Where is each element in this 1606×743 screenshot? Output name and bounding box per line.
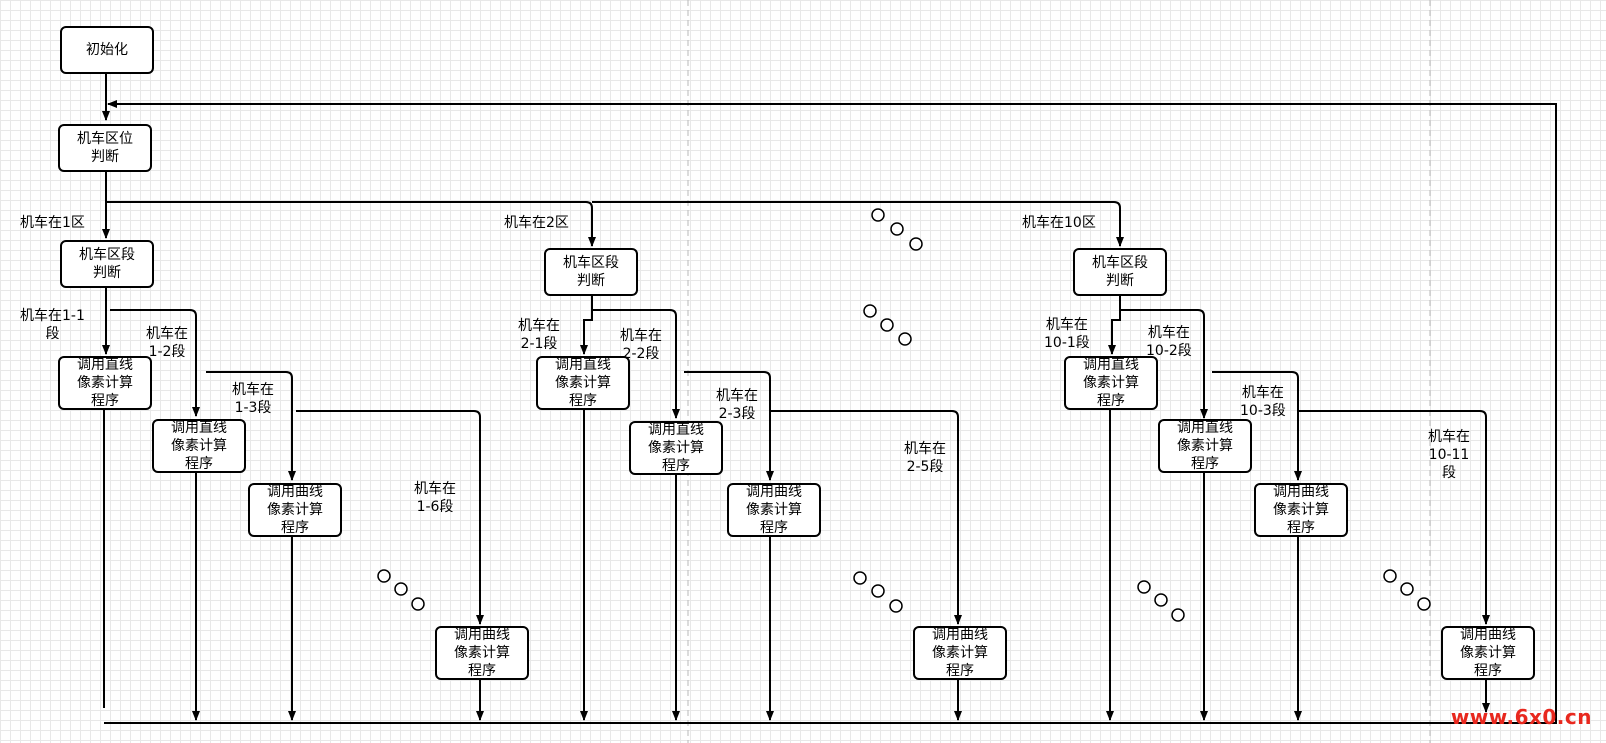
ellipsis-markers	[377, 208, 1431, 622]
dashed-separators	[687, 0, 1431, 743]
segment-judge-box-zone1[interactable]: 机车区段 判断	[60, 240, 154, 288]
label-z2-s3: 机车在 2-3段	[716, 388, 758, 422]
label-z1-s1: 机车在1-1 段	[20, 308, 85, 342]
label-z10-s11: 机车在 10-11 段	[1428, 429, 1470, 481]
ellipsis-top	[871, 208, 923, 251]
z2-s3-curve-calc-box[interactable]: 调用曲线 像素计算 程序	[727, 483, 821, 537]
edge-z10-s2	[1120, 309, 1208, 419]
edge-z2-s1	[580, 292, 593, 355]
z1-s3-curve-calc-box[interactable]: 调用曲线 像素计算 程序	[248, 483, 342, 537]
ellipsis-z1	[377, 569, 425, 611]
connectors	[102, 72, 1557, 724]
z2-s5-curve-calc-box[interactable]: 调用曲线 像素计算 程序	[913, 626, 1007, 680]
zone-judge-box[interactable]: 机车区位 判断	[58, 124, 152, 172]
z1-s1-line-calc-box[interactable]: 调用直线 像素计算 程序	[58, 356, 152, 410]
z2-s1-line-calc-box[interactable]: 调用直线 像素计算 程序	[536, 356, 630, 410]
ellipsis-middle	[863, 304, 912, 346]
label-z10-s3: 机车在 10-3段	[1240, 385, 1286, 419]
watermark: www.6x0.cn	[1450, 705, 1592, 729]
edge-z1-s6	[296, 410, 484, 625]
z10-s1-line-calc-box[interactable]: 调用直线 像素计算 程序	[1064, 356, 1158, 410]
label-z2-s1: 机车在 2-1段	[518, 318, 560, 352]
init-box[interactable]: 初始化	[60, 26, 154, 74]
ellipsis-z10-right	[1383, 569, 1431, 611]
z10-s2-line-calc-box[interactable]: 调用直线 像素计算 程序	[1158, 419, 1252, 473]
label-z2-s2: 机车在 2-2段	[620, 328, 662, 362]
label-z1-s3: 机车在 1-3段	[232, 382, 274, 416]
label-zone1: 机车在1区	[20, 215, 85, 231]
z1-s6-curve-calc-box[interactable]: 调用曲线 像素计算 程序	[435, 626, 529, 680]
edge-z10-s3	[1212, 371, 1302, 481]
label-z1-s2: 机车在 1-2段	[146, 326, 188, 360]
edge-z10-s11	[1298, 410, 1490, 625]
label-zone10: 机车在10区	[1022, 215, 1096, 231]
bottom-bus	[104, 708, 1557, 724]
edge-z2-s3	[684, 371, 774, 481]
label-z10-s2: 机车在 10-2段	[1146, 325, 1192, 359]
edge-zone2	[106, 201, 596, 247]
segment-judge-box-zone2[interactable]: 机车区段 判断	[544, 248, 638, 296]
ellipsis-z2	[853, 571, 903, 613]
label-z1-s6: 机车在 1-6段	[414, 481, 456, 515]
label-zone2: 机车在2区	[504, 215, 569, 231]
z1-s2-line-calc-box[interactable]: 调用直线 像素计算 程序	[152, 419, 246, 473]
z10-s3-curve-calc-box[interactable]: 调用曲线 像素计算 程序	[1254, 483, 1348, 537]
edge-zone10	[592, 201, 1124, 247]
edge-z1-s2	[110, 309, 200, 417]
label-z2-s5: 机车在 2-5段	[904, 441, 946, 475]
segment-judge-box-zone10[interactable]: 机车区段 判断	[1073, 248, 1167, 296]
edge-z1-s3	[206, 371, 296, 481]
z2-s2-line-calc-box[interactable]: 调用直线 像素计算 程序	[629, 421, 723, 475]
edge-z10-s1	[1108, 292, 1121, 355]
z10-s11-curve-calc-box[interactable]: 调用曲线 像素计算 程序	[1441, 626, 1535, 680]
ellipsis-z10	[1137, 580, 1185, 622]
label-z10-s1: 机车在 10-1段	[1044, 317, 1090, 351]
edge-z2-s2	[592, 309, 680, 419]
edge-loop-back	[107, 100, 1557, 708]
edge-z2-s5	[770, 410, 962, 625]
